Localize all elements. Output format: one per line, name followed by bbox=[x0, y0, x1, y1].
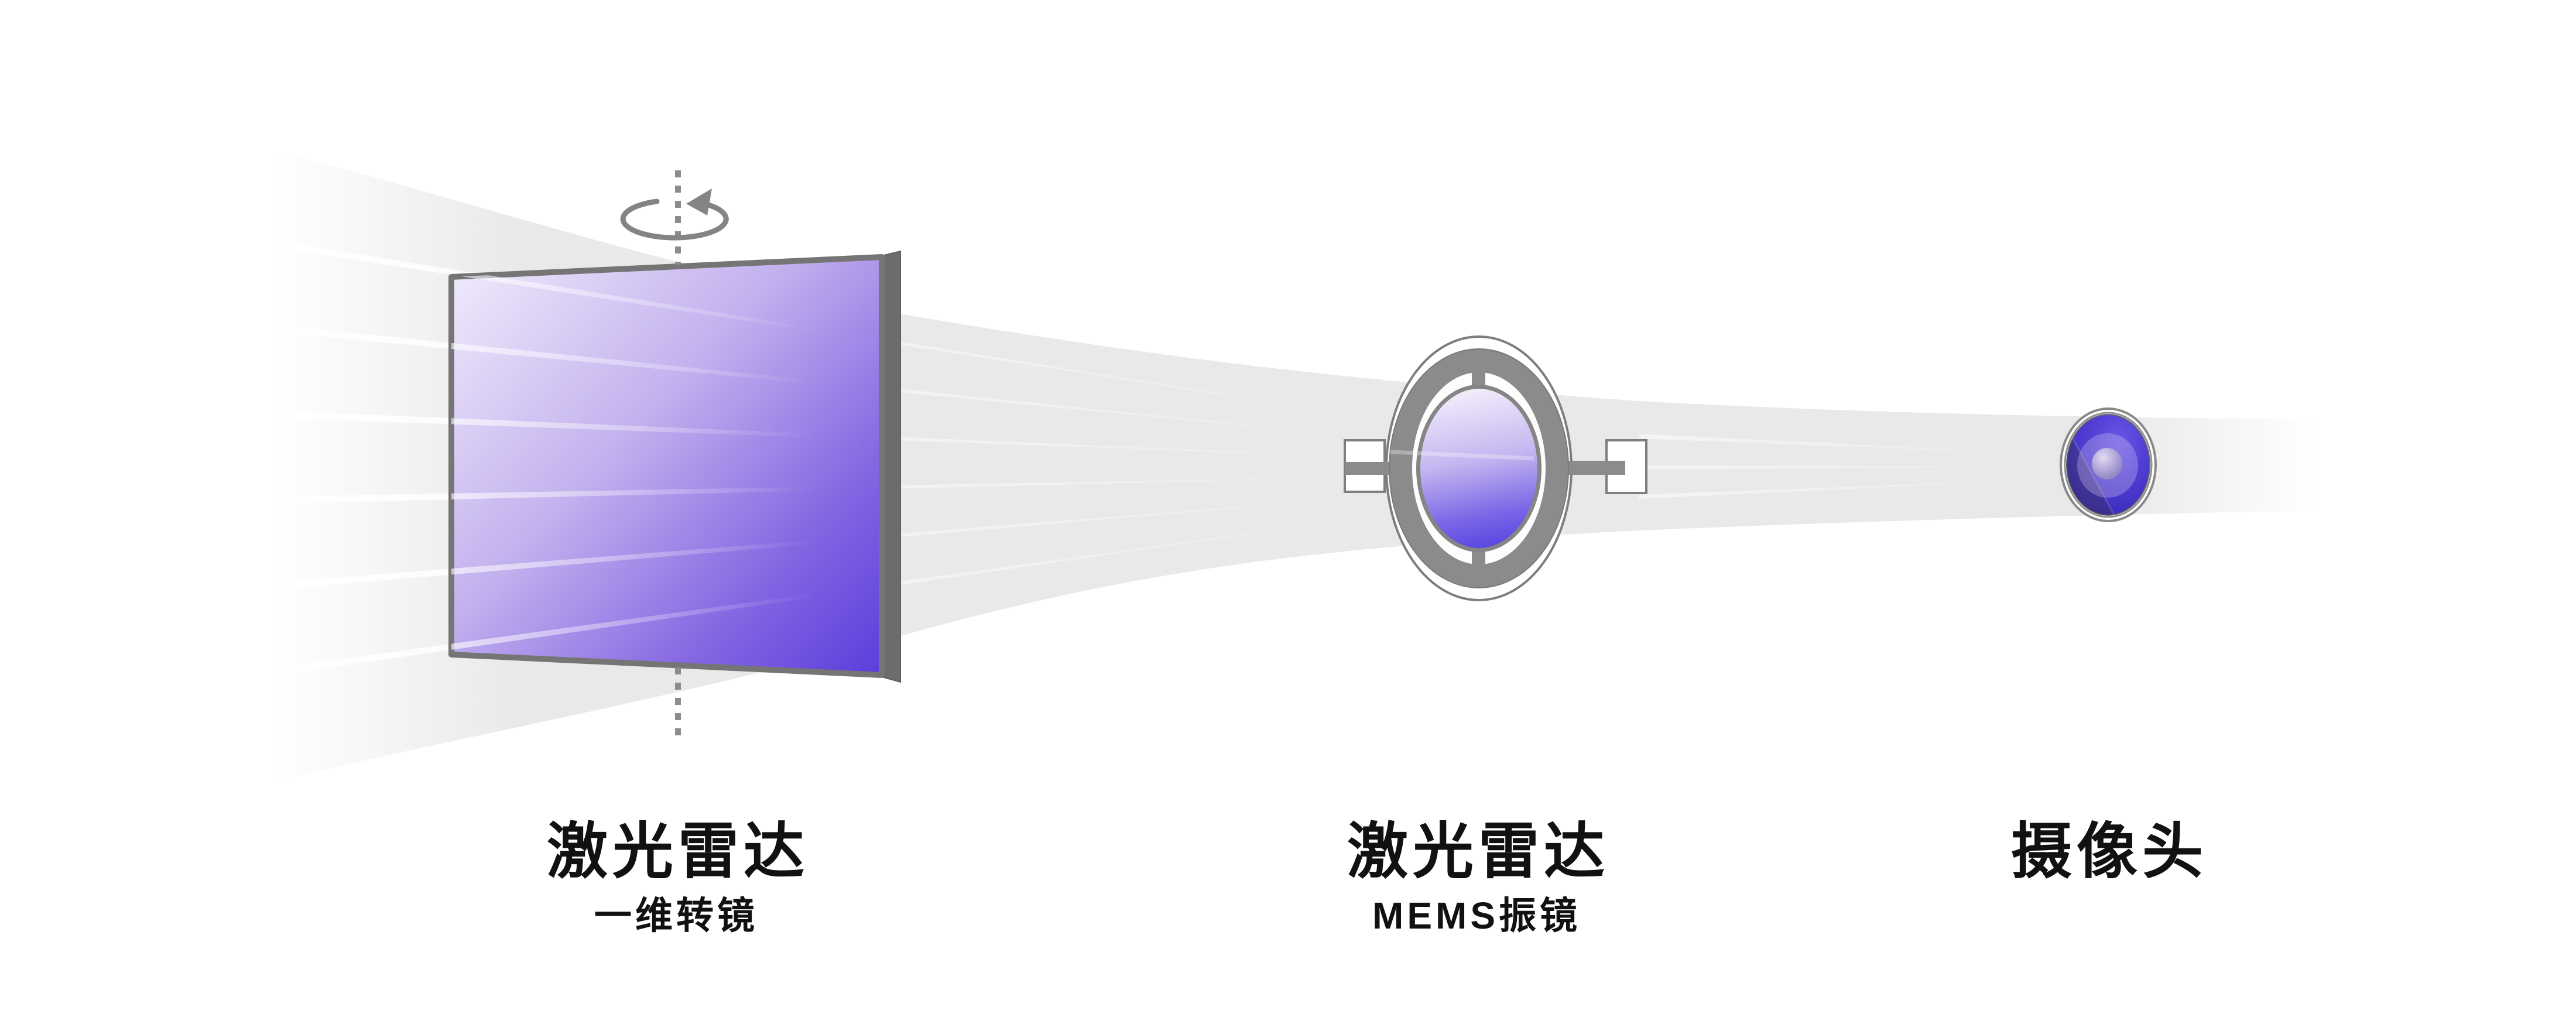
mems-beam-streaks bbox=[1390, 450, 1534, 625]
label-mems-title: 激光雷达 bbox=[1347, 818, 1609, 886]
camera-rim-inner bbox=[2064, 412, 2153, 518]
rotating-mirror-group bbox=[448, 170, 901, 737]
mems-anchor-left bbox=[1344, 439, 1424, 493]
camera-lens-core-highlight bbox=[2092, 448, 2122, 479]
label-mems-subtitle: MEMS振镜 bbox=[1372, 895, 1581, 937]
mems-mirror-group bbox=[1344, 335, 1647, 625]
label-rotating-mirror-subtitle: 一维转镜 bbox=[594, 895, 758, 937]
labels: 激光雷达 一维转镜 激光雷达 MEMS振镜 摄像头 bbox=[547, 818, 2208, 937]
mirror-face-scan-lines bbox=[451, 257, 882, 674]
label-camera-title: 摄像头 bbox=[2011, 818, 2208, 886]
rotation-arrow-icon bbox=[620, 189, 729, 241]
mirror-face bbox=[448, 254, 885, 678]
mems-torsion-bar-top bbox=[1472, 350, 1485, 389]
mems-torsion-bar-bottom bbox=[1472, 548, 1485, 587]
label-rotating-mirror-title: 激光雷达 bbox=[547, 818, 809, 886]
mems-mirror-face bbox=[1420, 389, 1537, 548]
camera-lens-shading bbox=[2067, 419, 2119, 515]
camera-lens-group bbox=[2060, 407, 2157, 522]
